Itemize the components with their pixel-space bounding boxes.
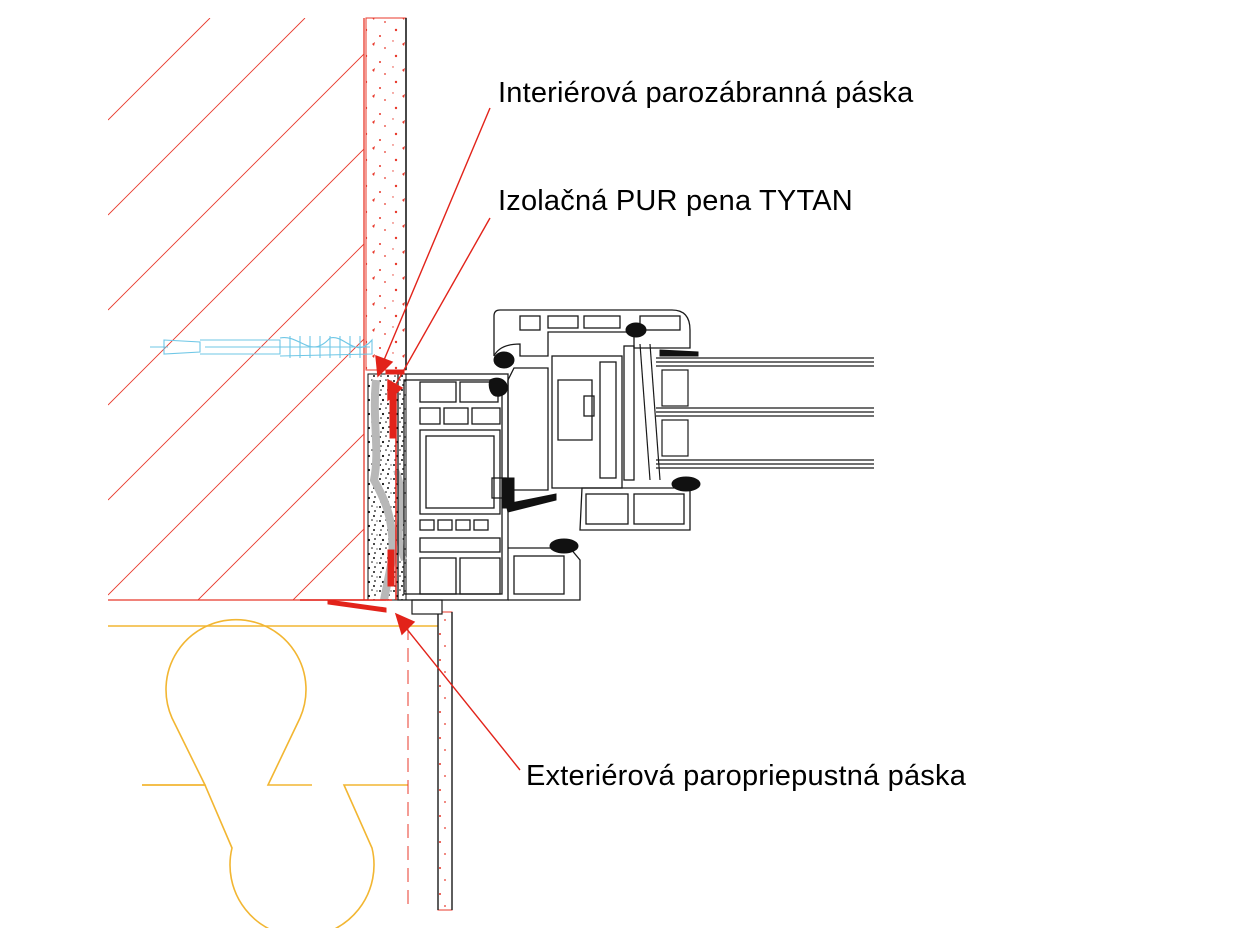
gaskets xyxy=(488,322,701,554)
exterior-vapor-permeable-tape-label: Exteriérová paropriepustná páska xyxy=(526,760,967,792)
window-frame-profile xyxy=(397,373,581,601)
sash-profile xyxy=(493,309,691,531)
pur-foam-joint xyxy=(367,373,407,601)
pur-foam-label: Izolačná PUR pena TYTAN xyxy=(498,185,853,217)
exterior-insulation xyxy=(108,618,440,928)
leader-lines xyxy=(375,107,521,771)
interior-plaster xyxy=(365,17,407,371)
sealing-tapes xyxy=(300,369,405,613)
exterior-render xyxy=(411,599,453,911)
triple-glazing xyxy=(639,343,874,481)
fixing-anchor xyxy=(150,336,373,358)
masonry-wall xyxy=(108,18,386,601)
interior-vapor-barrier-tape-label: Interiérová parozábranná páska xyxy=(498,77,914,109)
